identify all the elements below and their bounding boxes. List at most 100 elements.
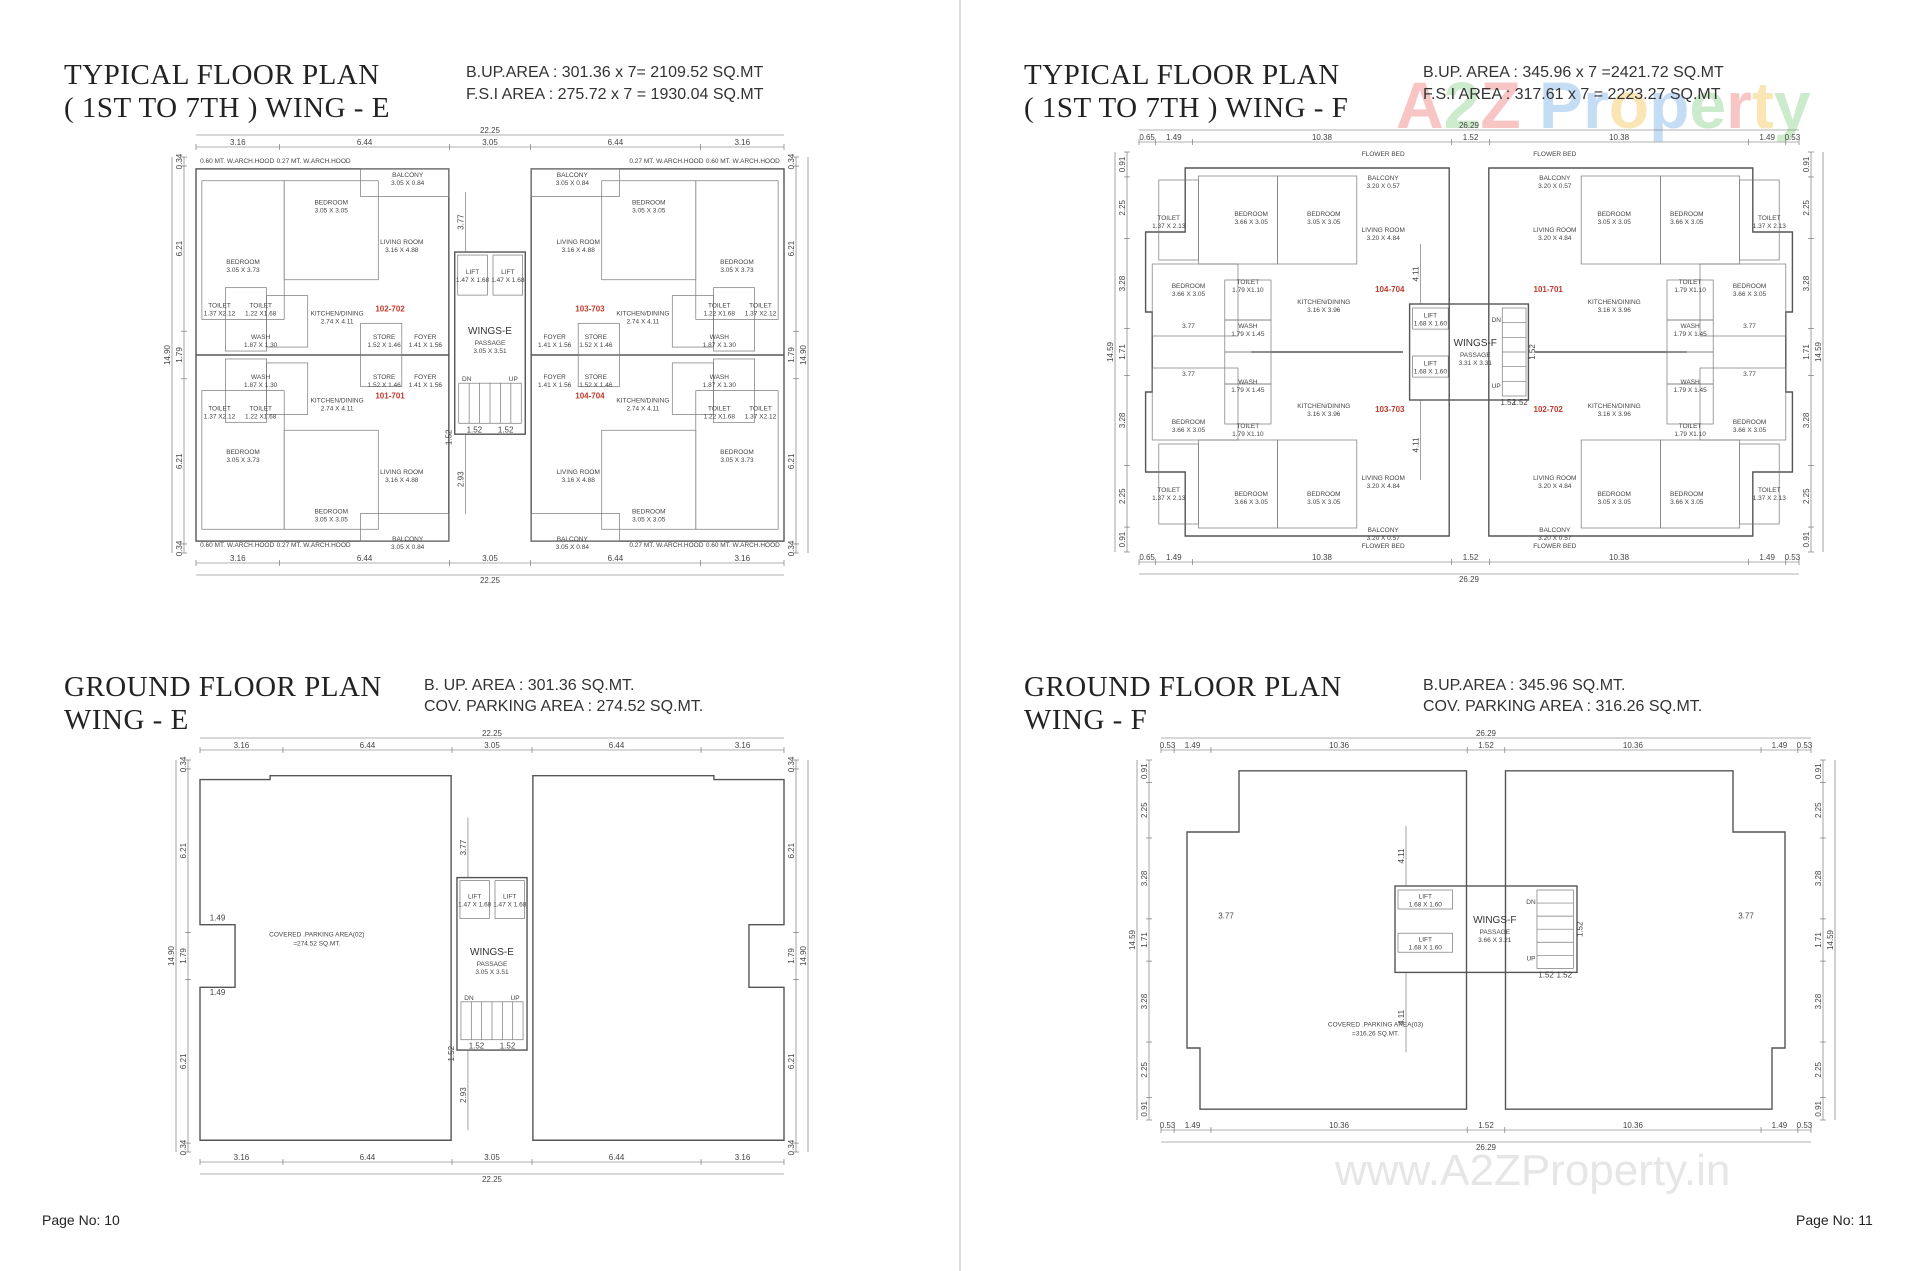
core-dim-top: 3.77: [457, 214, 466, 230]
unit-number: 101-701: [375, 392, 405, 401]
room-label-size: 1.37 X 2.13: [1753, 223, 1787, 230]
room-outline: [360, 354, 403, 388]
side-dim: 3.77: [1738, 911, 1754, 920]
room-label-size: 1.22 X1.68: [245, 310, 277, 317]
logo-letter: 2: [1444, 68, 1481, 142]
room-outline: [201, 180, 285, 320]
dim-top-label: 1.52: [1478, 741, 1494, 750]
page-number-left: Page No: 10: [42, 1212, 120, 1228]
stair-dim-vertical: 1.52: [447, 1045, 456, 1061]
dim-left-label: 3.28: [1118, 412, 1127, 428]
stair-dim-vertical: 1.52: [1575, 921, 1584, 937]
room-label-name: BEDROOM: [1733, 283, 1767, 290]
room-label-name: TOILET: [1758, 487, 1781, 494]
dim-bottom-label: 0.53: [1160, 1121, 1176, 1130]
room-label-name: KITCHEN/DINING: [311, 398, 364, 405]
lift-shaft: [1412, 355, 1449, 378]
room-label-name: BALCONY: [1368, 175, 1400, 182]
core-dim-top: 4.11: [1397, 848, 1406, 864]
room-outline: [1699, 263, 1787, 337]
room-label-size: 3.05 X 0.84: [556, 180, 590, 187]
room-label-size: 3.20 X 4.84: [1538, 235, 1572, 242]
room-label-size: 3.20 X 0.57: [1538, 183, 1572, 190]
room-label-name: TOILET: [1679, 279, 1702, 286]
dim-total-side: 14.59: [1128, 929, 1137, 950]
dim-right-label: 1.79: [787, 347, 796, 363]
room-outline: [1151, 367, 1239, 441]
dim-top-label: 3.16: [234, 741, 250, 750]
dim-top-label: 0.65: [1139, 133, 1155, 142]
room-label-size: 1.79 X1.10: [1232, 287, 1264, 294]
room-label-name: BEDROOM: [314, 508, 348, 515]
room-label-size: 2.74 X 4.11: [626, 318, 659, 325]
dim-bottom-label: 3.05: [484, 1153, 500, 1162]
dim-left-label: 2.25: [1118, 488, 1127, 504]
dim-total-bottom: 22.25: [482, 1175, 503, 1184]
stair-up-label: UP: [1526, 955, 1535, 962]
room-label-size: 3.05 X 0.84: [556, 544, 590, 551]
room-label-name: BEDROOM: [1307, 491, 1341, 498]
room-outline: [1699, 367, 1787, 441]
dim-total-top: 22.25: [482, 729, 503, 738]
core-dim-top: 3.77: [459, 839, 468, 855]
room-label-name: TOILET: [1157, 487, 1180, 494]
parking-block-west: [199, 774, 452, 1141]
dim-left-label: 2.25: [1140, 1061, 1149, 1077]
room-outline: [671, 362, 714, 415]
lift-shaft: [1397, 889, 1453, 910]
room-outline: [695, 180, 779, 320]
lift-name: LIFT: [501, 269, 514, 276]
room-label-size: 3.66 X 3.05: [1235, 219, 1269, 226]
lift-size: 1.47 X 1.68: [456, 277, 490, 284]
dim-left-label: 3.28: [1140, 993, 1149, 1009]
room-label-name: WASH: [710, 374, 730, 381]
room-label-size: 1.87 X 1.30: [703, 342, 737, 349]
room-label-name: KITCHEN/DINING: [311, 310, 364, 317]
room-label-size: 1.37 X2.12: [204, 310, 236, 317]
room-label-size: 2.74 X 4.11: [321, 318, 354, 325]
room-label-name: FOYER: [543, 334, 566, 341]
room-outline: [1198, 439, 1278, 529]
dim-bottom-label: 6.44: [360, 1153, 376, 1162]
dim-left-label: 6.21: [175, 453, 184, 469]
room-label-size: 1.79 X 1.45: [1231, 331, 1265, 338]
room-label-size: 3.20 X 0.57: [1367, 535, 1401, 542]
room-label-name: BEDROOM: [720, 259, 754, 266]
passage-label: PASSAGE: [1460, 352, 1491, 359]
stair-dim: 1.52: [498, 425, 514, 434]
room-outline: [601, 180, 697, 281]
room-label-name: TOILET: [1237, 423, 1260, 430]
room-label-size: 3.16 X 4.88: [385, 247, 419, 254]
passage-size: 3.05 X 3.51: [475, 969, 509, 976]
room-label-size: 3.05 X 3.05: [632, 208, 666, 215]
room-label-name: KITCHEN/DINING: [1588, 403, 1641, 410]
dim-left-label: 0.91: [1118, 531, 1127, 547]
room-outline: [1666, 351, 1714, 385]
room-label-name: WASH: [1238, 323, 1258, 330]
dim-top-label: 3.16: [734, 138, 750, 147]
room-label-size: 1.37 X2.12: [204, 413, 236, 420]
room-label-size: 1.87 X 1.30: [244, 382, 278, 389]
dim-left-label: 6.21: [179, 842, 188, 858]
room-label-name: STORE: [373, 374, 396, 381]
core-dim-bottom: 4.11: [1397, 1009, 1406, 1025]
lift-name: LIFT: [1419, 894, 1432, 901]
room-label-size: 3.05 X 3.05: [1307, 219, 1341, 226]
parking-block-east: [532, 774, 785, 1141]
room-outline: [601, 429, 697, 530]
room-label-name: BEDROOM: [226, 259, 260, 266]
room-label-size: 3.05 X 0.84: [391, 180, 425, 187]
dim-right-label: 0.34: [787, 540, 796, 556]
room-label-size: 1.79 X 1.45: [1231, 387, 1265, 394]
typical-e-title-line1: TYPICAL FLOOR PLAN: [64, 59, 380, 91]
room-label-size: 3.20 X 0.57: [1367, 183, 1401, 190]
parking-block-west: [1186, 770, 1468, 1110]
dim-total-side: 14.59: [1814, 341, 1823, 362]
dim-top-label: 3.16: [230, 138, 246, 147]
dim-total-side: 14.59: [1826, 929, 1835, 950]
url-watermark: www.A2ZProperty.in: [1334, 1146, 1730, 1195]
core-dim-bottom: 4.11: [1412, 437, 1421, 453]
core-outline: [1394, 885, 1578, 974]
